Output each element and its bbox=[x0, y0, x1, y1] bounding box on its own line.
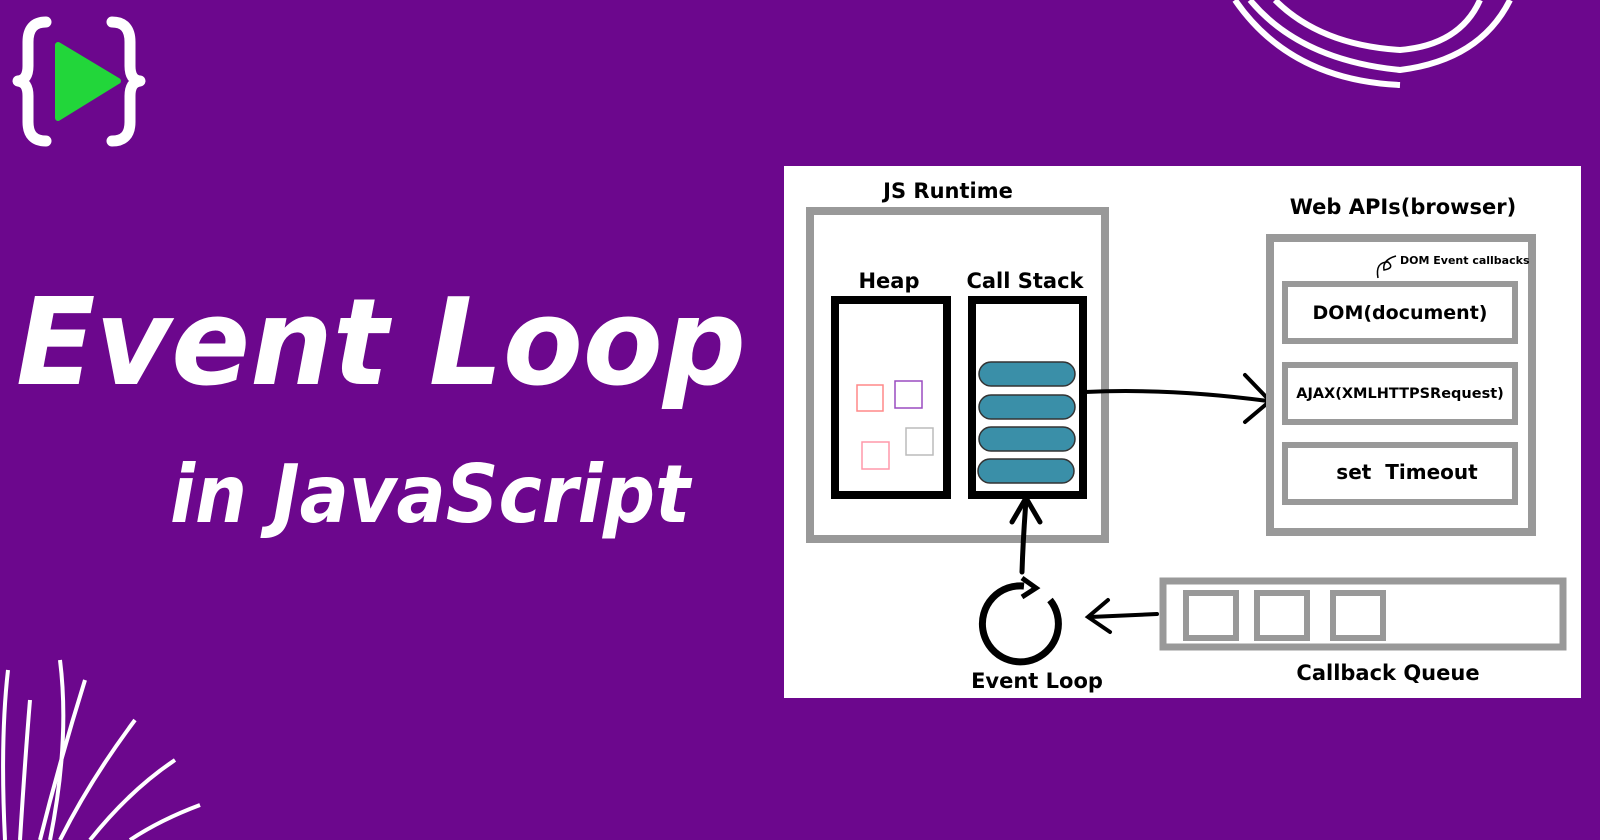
title-line2: in JavaScript bbox=[170, 448, 693, 541]
diagram-panel bbox=[784, 166, 1581, 698]
event-loop-icon bbox=[978, 575, 1062, 666]
web-apis-box bbox=[1266, 234, 1536, 536]
logo bbox=[12, 16, 146, 147]
event-loop-label: Event Loop bbox=[971, 669, 1103, 693]
callback-queue-label: Callback Queue bbox=[1296, 661, 1479, 685]
queue-items bbox=[1183, 590, 1386, 641]
curly-arrow-icon bbox=[1376, 255, 1397, 279]
play-icon bbox=[55, 42, 121, 121]
js-runtime-box bbox=[806, 207, 1109, 543]
dom-box bbox=[1282, 281, 1518, 344]
queue-item bbox=[1183, 590, 1239, 641]
ajax-box bbox=[1282, 362, 1518, 425]
stack-frame bbox=[978, 426, 1076, 452]
heap-objects bbox=[856, 380, 934, 470]
logo-brace-right bbox=[106, 16, 146, 147]
ajax-label: AJAX(XMLHTTPSRequest) bbox=[1296, 386, 1504, 402]
queue-item bbox=[1330, 590, 1386, 641]
stack-frame bbox=[978, 394, 1076, 420]
arrow-to-event-loop bbox=[1084, 598, 1159, 634]
stack-frame bbox=[978, 361, 1076, 387]
call-stack-label: Call Stack bbox=[966, 269, 1084, 293]
set-timeout-label: set Timeout bbox=[1336, 460, 1478, 484]
queue-item bbox=[1254, 590, 1310, 641]
web-apis-label: Web APIs(browser) bbox=[1290, 195, 1516, 219]
title-line1: Event Loop bbox=[16, 274, 746, 413]
stack-frames bbox=[977, 361, 1076, 484]
callback-queue-box bbox=[1159, 577, 1567, 651]
dom-event-callbacks-label: DOM Event callbacks bbox=[1400, 254, 1530, 267]
heap-label: Heap bbox=[858, 269, 919, 293]
logo-brace-left bbox=[12, 16, 52, 147]
heap-box bbox=[831, 296, 951, 499]
timeout-box bbox=[1282, 442, 1518, 505]
arrow-to-call-stack bbox=[1009, 493, 1043, 575]
call-stack-box bbox=[968, 296, 1087, 499]
decorative-grass bbox=[1, 659, 201, 840]
decorative-swirl bbox=[1232, 0, 1513, 88]
js-runtime-label: JS Runtime bbox=[881, 179, 1013, 203]
dom-label: DOM(document) bbox=[1313, 302, 1488, 324]
stack-frame bbox=[977, 458, 1075, 484]
